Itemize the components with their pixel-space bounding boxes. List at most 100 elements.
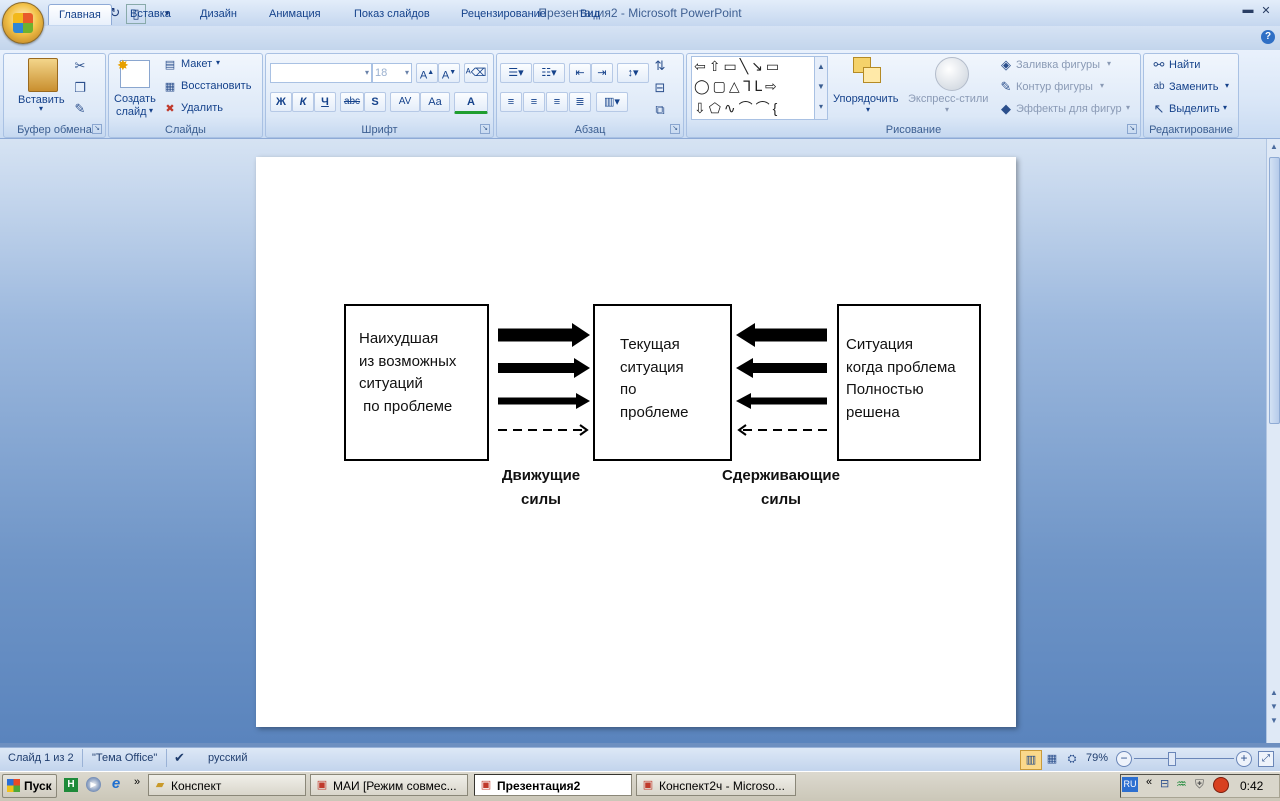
copy-icon[interactable]: ❐ [74,80,86,95]
new-slide-button[interactable]: Создать [114,93,156,105]
media-player-icon[interactable]: ▶ [86,777,101,792]
help-icon[interactable]: ? [1261,30,1275,44]
tab-view[interactable]: Вид [580,8,600,20]
strikethrough-button[interactable]: abc [340,92,364,112]
find-button[interactable]: Найти [1169,59,1201,71]
font-name-dropdown-icon[interactable]: ▾ [364,68,369,77]
align-center-icon[interactable]: ≡ [523,92,545,112]
shape-fill-dropdown-icon[interactable]: ▾ [1107,59,1112,68]
paste-dropdown-icon[interactable]: ▾ [39,104,44,113]
vertical-scrollbar[interactable]: ▲ ▲ ▼ ▼ [1266,139,1280,743]
shrink-font-button[interactable]: A▼ [438,63,460,83]
align-left-icon[interactable]: ≡ [500,92,522,112]
slide-icon[interactable]: ▯ [126,4,146,24]
taskbar-window-mai[interactable]: ▣ МАИ [Режим совмес... [310,774,468,796]
redo-icon[interactable]: ↻ [109,5,121,20]
delete-button[interactable]: Удалить [181,102,223,114]
align-text-icon[interactable]: ⊟ [654,80,666,95]
language-label[interactable]: русский [208,752,248,764]
slide-sorter-icon[interactable]: ▦ [1046,753,1058,765]
char-spacing-button[interactable]: AV [390,92,420,112]
customize-qat-icon[interactable]: ▾ [164,8,170,18]
layout-dropdown-icon[interactable]: ▾ [216,58,221,67]
spellcheck-icon[interactable]: ✔ [174,750,185,765]
zoom-level[interactable]: 79% [1086,752,1109,764]
bullets-icon[interactable]: ☰▾ [500,63,532,83]
shapes-scroll[interactable]: ▲▼▾ [814,56,828,120]
shape-outline-button[interactable]: Контур фигуры [1016,81,1093,93]
font-size-combo[interactable]: 18▾ [372,63,412,83]
numbering-icon[interactable]: ☷▾ [533,63,565,83]
select-button[interactable]: Выделить [1169,103,1220,115]
new-slide-icon[interactable]: ✸ [117,57,150,88]
security-icon[interactable]: ⛨ [1195,777,1205,791]
quick-styles-button[interactable]: Экспресс-стили [908,93,989,105]
shape-outline-dropdown-icon[interactable]: ▾ [1100,81,1105,90]
minimize-icon[interactable]: ▬ [1242,4,1254,16]
quick-styles-dropdown-icon[interactable]: ▾ [945,105,950,114]
grow-font-button[interactable]: A▲ [416,63,438,83]
align-right-icon[interactable]: ≡ [546,92,568,112]
arrange-button[interactable]: Упорядочить [833,93,899,105]
worst-situation-box[interactable]: Наихудшая из возможных ситуаций по пробл… [344,304,489,461]
justify-icon[interactable]: ≣ [569,92,591,112]
tab-review[interactable]: Рецензирование [461,8,546,20]
internet-explorer-icon[interactable]: e [111,775,121,792]
taskbar-window-presentation[interactable]: ▣ Презентация2 [474,774,632,796]
network-icon[interactable]: ⊟ [1160,778,1170,790]
shapes-row-3[interactable]: ⇩⬠∿⌒⌒{ [694,100,781,116]
shadow-button[interactable]: S [364,92,386,112]
shape-effects-dropdown-icon[interactable]: ▾ [1126,103,1131,112]
dialog-launcher-icon[interactable]: ↘ [92,124,102,134]
slideshow-view-icon[interactable]: ⛭ [1067,753,1077,765]
font-size-dropdown-icon[interactable]: ▾ [404,68,409,77]
decrease-indent-icon[interactable]: ⇤ [569,63,591,83]
prev-slide-icon[interactable]: ▲ [1270,688,1278,697]
arrange-icon[interactable] [853,57,883,87]
zoom-in-icon[interactable]: + [1236,751,1252,767]
scroll-down-icon[interactable]: ▼ [1270,702,1278,711]
dialog-launcher-icon[interactable]: ↘ [480,124,490,134]
antivirus-icon[interactable]: ♒ [1176,777,1187,791]
bold-button[interactable]: Ж [270,92,292,112]
normal-view-icon[interactable]: ▥ [1020,750,1042,770]
zoom-out-icon[interactable]: − [1116,751,1132,767]
new-slide-dropdown-icon[interactable]: ▾ [149,106,154,115]
tab-slideshow[interactable]: Показ слайдов [354,8,430,20]
tray-app-icon[interactable] [1213,777,1229,793]
italic-button[interactable]: К [292,92,314,112]
shape-effects-button[interactable]: Эффекты для фигур [1016,103,1122,115]
cut-icon[interactable]: ✂ [74,58,86,73]
scroll-thumb[interactable] [1269,157,1280,424]
reset-button[interactable]: Восстановить [181,80,252,92]
replace-button[interactable]: Заменить [1169,81,1219,93]
scroll-up-icon[interactable]: ▲ [1270,142,1278,151]
text-direction-icon[interactable]: ⇅ [654,58,666,73]
solved-situation-box[interactable]: Ситуация когда проблема Полностью решена [837,304,981,461]
line-spacing-icon[interactable]: ↕▾ [617,63,649,83]
close-icon[interactable]: ✕ [1261,5,1271,17]
replace-dropdown-icon[interactable]: ▾ [1225,81,1230,90]
increase-indent-icon[interactable]: ⇥ [591,63,613,83]
paste-icon[interactable] [28,58,58,92]
paste-button[interactable]: Вставить [18,94,65,106]
arrange-dropdown-icon[interactable]: ▾ [866,105,871,114]
layout-button[interactable]: Макет [181,58,213,70]
taskbar-window-konspekt2[interactable]: ▣ Конспект2ч - Microso... [636,774,796,796]
language-indicator[interactable]: RU [1122,777,1138,792]
current-situation-box[interactable]: Текущая ситуация по проблеме [593,304,732,461]
clear-format-icon[interactable]: ᴬ⌫ [464,63,488,83]
shapes-row-2[interactable]: ◯▢△ᒣᒪ⇨ [694,78,780,94]
fit-to-window-icon[interactable]: ⤢ [1258,751,1274,767]
shapes-row-1[interactable]: ⇦⇧▭╲↘▭ [694,58,783,74]
quick-launch-more-icon[interactable]: » [134,776,141,788]
format-painter-icon[interactable]: ✎ [74,101,86,116]
change-case-button[interactable]: Aa [420,92,450,112]
next-slide-icon[interactable]: ▼ [1270,716,1278,725]
font-name-combo[interactable]: ▾ [270,63,372,83]
smartart-icon[interactable]: ⧉ [655,102,665,117]
dialog-launcher-icon[interactable]: ↘ [670,124,680,134]
slide-canvas[interactable]: Наихудшая из возможных ситуаций по пробл… [256,157,1016,727]
tab-home[interactable]: Главная [48,4,112,25]
underline-button[interactable]: Ч [314,92,336,112]
